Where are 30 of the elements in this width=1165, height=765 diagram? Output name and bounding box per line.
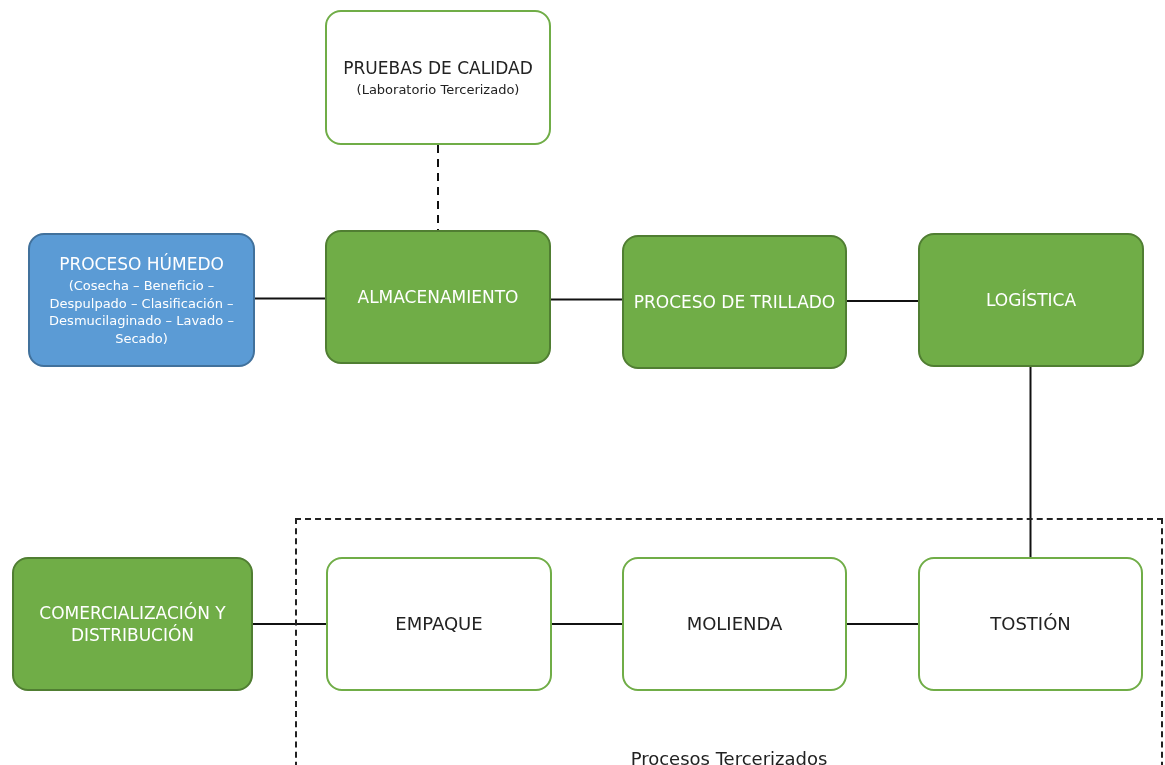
connector-line — [551, 623, 623, 625]
connector-line — [1029, 366, 1032, 558]
process-box — [28, 233, 255, 367]
process-box — [325, 10, 551, 145]
box-title: COMERCIALIZACIÓN Y DISTRIBUCIÓN — [38, 601, 227, 647]
process-box — [918, 233, 1144, 367]
process-box — [622, 557, 847, 691]
group-frame — [295, 518, 1163, 765]
box-title: ALMACENAMIENTO — [357, 285, 519, 309]
box-title: PROCESO HÚMEDO — [59, 252, 224, 275]
process-box — [325, 230, 551, 364]
connector-line — [254, 297, 326, 300]
connector-line — [846, 300, 919, 302]
process-box — [326, 557, 552, 691]
box-title: PROCESO DE TRILLADO — [633, 290, 836, 314]
box-title: EMPAQUE — [395, 612, 483, 636]
process-box — [918, 557, 1143, 691]
group-label: Procesos Tercerizados — [630, 746, 828, 765]
connector-line — [252, 623, 327, 625]
process-box — [622, 235, 847, 369]
box-title: TOSTIÓN — [990, 612, 1071, 636]
connector-line — [550, 298, 623, 301]
box-title: MOLIENDA — [686, 612, 783, 636]
connector-line — [437, 144, 439, 231]
process-box — [12, 557, 253, 691]
box-subtitle: (Cosecha – Beneficio – Despulpado – Clasificación – Desmucilaginado – Lavado – Secado) — [48, 276, 235, 348]
box-title: PRUEBAS DE CALIDAD — [343, 56, 533, 79]
box-subtitle: (Laboratorio Tercerizado) — [356, 80, 520, 99]
box-title: LOGÍSTICA — [985, 288, 1077, 312]
connector-line — [846, 623, 919, 625]
